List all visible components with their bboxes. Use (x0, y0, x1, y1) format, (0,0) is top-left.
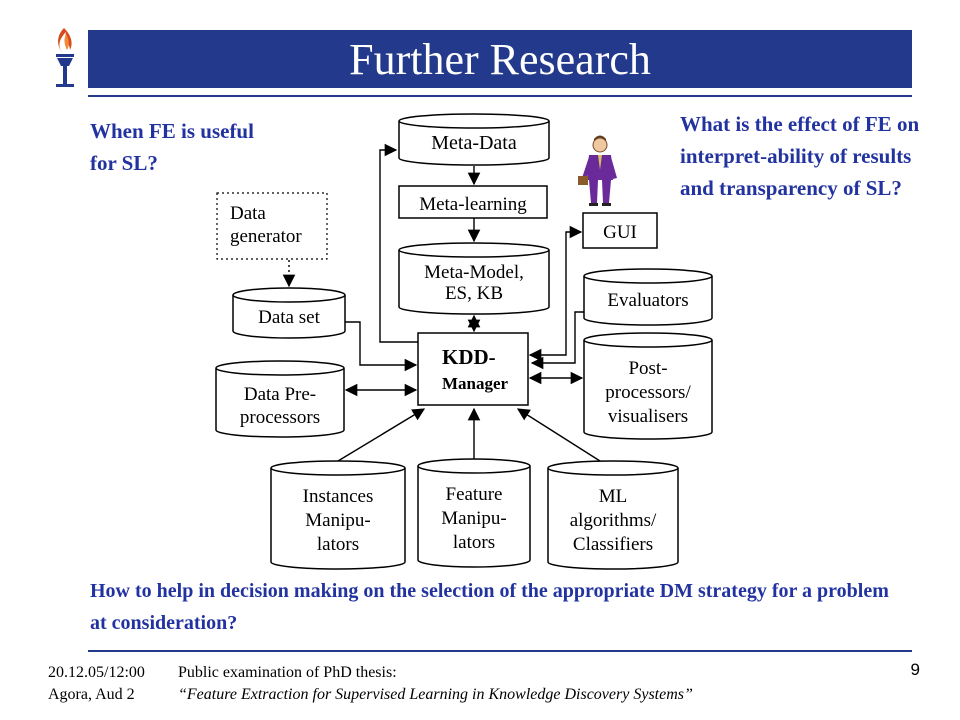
meta-learning-box (398, 185, 548, 219)
gui-label: GUI (603, 222, 637, 243)
question-decision-making: How to help in decision making on the se… (90, 580, 889, 634)
ml-algorithms-store (547, 460, 679, 570)
data-generator-label-line2: generator (230, 226, 302, 247)
diagram-connectors (282, 143, 601, 462)
feature-manipulators-label-line3: lators (453, 532, 495, 553)
footer-place: Agora, Aud 2 (48, 686, 135, 703)
arrow-instances-kdd (337, 408, 426, 462)
footer-date: 20.12.05/12:00 (48, 664, 145, 681)
arrow-ml-kdd (516, 408, 601, 462)
meta-model-label-line1: Meta-Model, (424, 262, 524, 283)
arrow-kdd-gui (528, 225, 583, 362)
meta-learning-label: Meta-learning (419, 194, 527, 215)
ml-algorithms-label-line1: ML (599, 486, 628, 507)
meta-model-label-line2: ES, KB (445, 283, 503, 304)
data-set-label: Data set (258, 307, 320, 328)
question-interpretability: What is the effect of FE on interpret-ab… (680, 112, 920, 200)
evaluators-label: Evaluators (607, 290, 688, 311)
arrow-kdd-metadata (379, 143, 418, 343)
post-processors-label-line1: Post- (628, 358, 667, 379)
instances-manipulators-store (270, 460, 406, 570)
footer-thesis-title: “Feature Extraction for Supervised Learn… (178, 686, 693, 703)
instances-manipulators-label-line2: Manipu- (305, 510, 370, 531)
header-divider (88, 95, 912, 97)
slide-title: Further Research (349, 35, 651, 84)
gui-box (582, 212, 658, 249)
evaluators-store (583, 268, 713, 326)
footer-event: Public examination of PhD thesis: (178, 664, 397, 681)
data-preprocessors-store (215, 360, 345, 438)
meta-model-store (398, 242, 550, 315)
data-set-store (232, 287, 346, 339)
feature-manipulators-label-line1: Feature (446, 484, 503, 505)
instances-manipulators-label-line1: Instances (303, 486, 374, 507)
data-generator-label-line1: Data (230, 203, 266, 224)
arrow-dataset-kdd (345, 321, 418, 372)
footer-divider (88, 650, 912, 652)
feature-manipulators-label-line2: Manipu- (441, 508, 506, 529)
data-preprocessors-label-line2: processors (240, 407, 320, 428)
ml-algorithms-label-line2: algorithms/ (570, 510, 657, 531)
feature-manipulators-store (417, 458, 531, 568)
meta-data-store (398, 113, 550, 166)
person-icon (578, 135, 617, 206)
page-number: 9 (910, 660, 920, 679)
question-fe-useful: When FE is useful for SL? (90, 119, 254, 175)
post-processors-label-line3: visualisers (608, 406, 688, 427)
kdd-manager-label-line1: KDD- (442, 345, 496, 369)
instances-manipulators-label-line3: lators (317, 534, 359, 555)
meta-data-label: Meta-Data (431, 132, 517, 154)
kdd-manager-label-line2: Manager (442, 374, 509, 393)
ml-algorithms-label-line3: Classifiers (573, 534, 653, 555)
data-preprocessors-label-line1: Data Pre- (244, 384, 316, 405)
title-bar (88, 30, 912, 88)
torch-logo-icon (56, 28, 74, 87)
post-processors-label-line2: processors/ (605, 382, 691, 403)
data-generator-box (216, 192, 328, 260)
kdd-manager-box (417, 332, 529, 406)
arrow-evaluators-kdd (530, 311, 584, 370)
post-processors-store (583, 332, 713, 440)
